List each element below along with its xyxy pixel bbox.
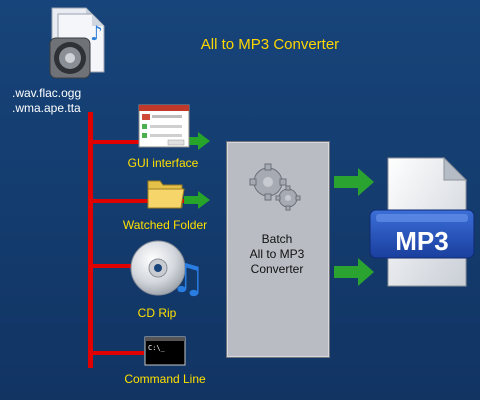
svg-text:♪: ♪ xyxy=(90,21,103,45)
svg-text:C:\_: C:\_ xyxy=(148,344,166,352)
input-label-gui: GUI interface xyxy=(127,156,199,170)
arrow-batch-to-mp3-top xyxy=(334,168,374,196)
batch-label-line-1: Batch xyxy=(261,232,293,246)
batch-label-line-3: Converter xyxy=(250,262,304,276)
input-label-folder: Watched Folder xyxy=(122,218,208,232)
arrow-folder-to-batch xyxy=(184,191,210,209)
input-label-cd: CD Rip xyxy=(137,306,177,320)
svg-text:♫: ♫ xyxy=(170,256,200,298)
folder-icon xyxy=(147,180,185,209)
format-list-line-2: .wma.ape.tta xyxy=(12,101,81,115)
mp3-file-icon xyxy=(369,156,475,287)
cd-music-icon: ♫ xyxy=(130,240,200,298)
command-line-icon: C:\_ xyxy=(144,336,186,366)
arrow-batch-to-mp3-bottom xyxy=(334,258,374,286)
mp3-label: MP3 xyxy=(395,226,449,256)
format-list-line-1: .wav.flac.ogg xyxy=(12,86,82,100)
connector-branch-folder xyxy=(88,199,184,203)
gui-window-icon xyxy=(138,104,190,148)
batch-label-line-2: All to MP3 xyxy=(249,247,305,261)
batch-converter-label: Batch All to MP3 Converter xyxy=(226,232,328,277)
diagram-title: All to MP3 Converter xyxy=(200,36,340,53)
output-arrows xyxy=(334,168,374,286)
arrow-gui-to-batch xyxy=(184,132,210,150)
connector-branch-gui xyxy=(88,140,184,144)
gears-icon xyxy=(249,163,301,211)
connector-branch-cd xyxy=(88,264,132,268)
input-label-cmd: Command Line xyxy=(124,372,206,386)
audio-source-icon: ♪ xyxy=(49,7,105,79)
connector-trunk xyxy=(88,112,93,368)
connector-branch-cmd xyxy=(88,351,144,355)
